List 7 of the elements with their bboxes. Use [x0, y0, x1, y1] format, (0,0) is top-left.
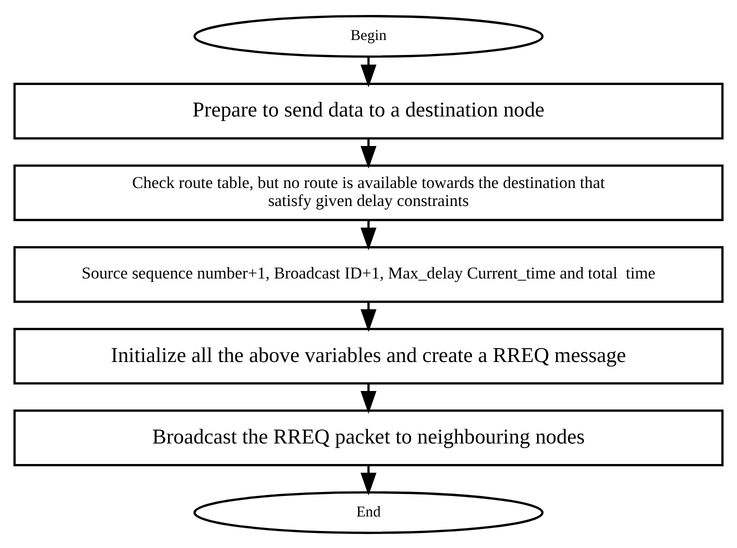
- node-box: Source sequence number+1, Broadcast ID+1, Max_delay Current_time and total time: [13, 246, 724, 302]
- node-box: Prepare to send data to a destination node: [13, 82, 724, 139]
- node-box: Check route table, but no route is available towards the destination that satisfy given delay constraints: [13, 164, 724, 221]
- node-ellipse: Begin: [193, 14, 544, 58]
- node-box: Initialize all the above variables and create a RREQ message: [13, 327, 724, 384]
- node-ellipse: End: [193, 490, 544, 534]
- node-box: Broadcast the RREQ packet to neighbouring nodes: [13, 409, 724, 466]
